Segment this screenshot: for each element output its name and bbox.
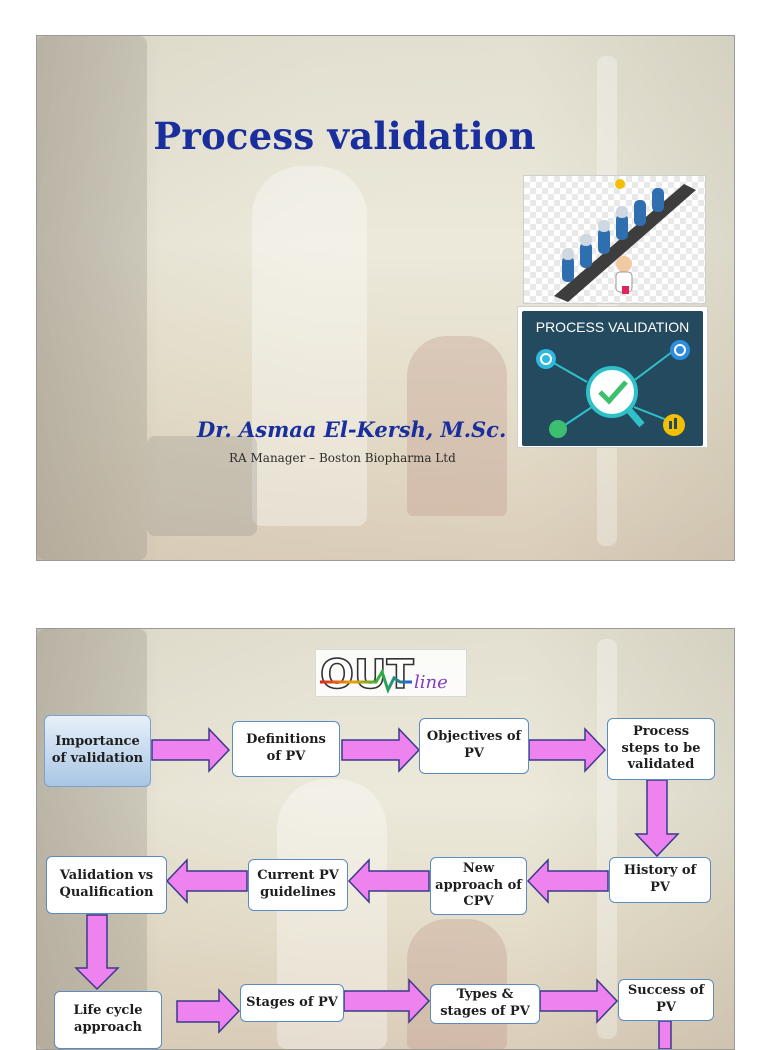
arrow-left <box>347 858 430 904</box>
node-importance-of-validation: Importance of validation <box>44 715 151 787</box>
node-current-pv-guidelines: Current PV guidelines <box>248 859 348 911</box>
node-new-approach-of-cpv: New approach of CPV <box>430 857 527 915</box>
flow-arrows <box>74 727 680 1049</box>
node-process-steps: Process steps to be validated <box>607 718 715 780</box>
logo-sub-text: line <box>414 672 448 693</box>
staircase-icon <box>554 179 696 302</box>
magnifier-network-icon <box>536 340 690 438</box>
arrow-right <box>539 978 619 1024</box>
logo-main-text: OUT <box>320 652 414 696</box>
author-name: Dr. Asmaa El-Kersh, M.Sc. <box>197 417 507 442</box>
process-validation-image: PROCESS VALIDATION <box>517 306 708 448</box>
node-stages-of-pv: Stages of PV <box>240 984 344 1022</box>
outline-logo: OUT line <box>315 649 467 699</box>
node-success-of-pv: Success of PV <box>618 979 714 1021</box>
node-history-of-pv: History of PV <box>609 857 711 903</box>
slide-title: Process validation <box>153 114 536 158</box>
arrow-right <box>528 727 607 773</box>
arrow-left <box>526 858 609 904</box>
image-banner-text: PROCESS VALIDATION <box>535 319 690 335</box>
arrow-right <box>343 978 431 1024</box>
staircase-illustration <box>523 175 706 304</box>
background-veil <box>37 629 734 1049</box>
arrow-right <box>341 727 421 773</box>
background-photo <box>37 629 734 1049</box>
arrow-down <box>658 1020 672 1049</box>
author-role: RA Manager – Boston Biopharma Ltd <box>229 451 456 465</box>
node-life-cycle-approach: Life cycle approach <box>54 991 162 1049</box>
node-types-and-stages-of-pv: Types & stages of PV <box>430 984 540 1024</box>
outline-slide: OUT line Importance of vali <box>36 628 735 1050</box>
node-validation-vs-qualification: Validation vs Qualification <box>46 856 167 914</box>
arrow-down <box>634 779 680 858</box>
node-definitions-of-pv: Definitions of PV <box>232 721 340 777</box>
arrow-right <box>176 988 241 1034</box>
arrow-down <box>74 914 120 991</box>
node-objectives-of-pv: Objectives of PV <box>419 718 529 774</box>
title-slide: Process validation <box>36 35 735 561</box>
outline-logo-graphic: OUT line <box>319 651 448 699</box>
arrow-right <box>151 727 231 773</box>
arrow-left <box>165 858 248 904</box>
